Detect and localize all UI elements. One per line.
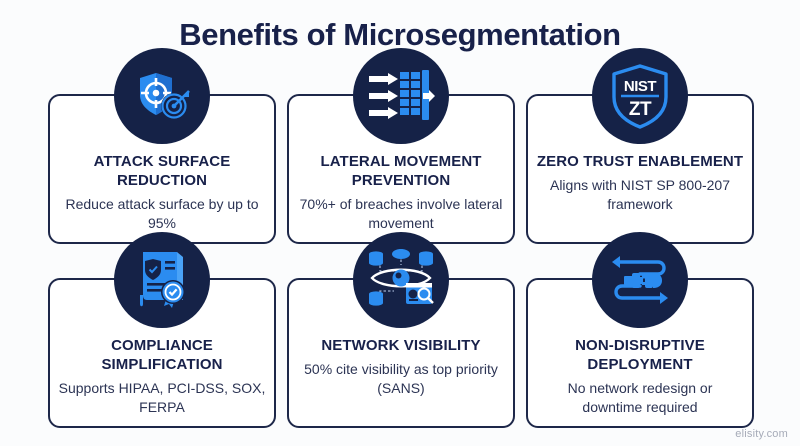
card-description: Aligns with NIST SP 800-207 framework [549,177,731,212]
benefit-card-zero-trust-enablement: NIST ZT ZERO TRUST ENABLEMENT Aligns wit… [526,48,754,244]
card-title: ATTACK SURFACE REDUCTION [93,153,231,189]
shield-target-icon [114,48,210,144]
nist-zt-shield-icon: NIST ZT [592,48,688,144]
firewall-blocked-arrows-icon [353,48,449,144]
card-description: 50% cite visibility as top priority (SAN… [304,361,498,396]
svg-text:ZT: ZT [629,99,652,120]
svg-text:NIST: NIST [624,78,657,95]
eye-network-icon [353,232,449,328]
certificate-seal-icon [114,232,210,328]
card-description: Supports HIPAA, PCI-DSS, SOX, FERPA [58,380,266,415]
benefit-card-compliance-simplification: COMPLIANCE SIMPLIFICATION Supports HIPAA… [48,232,276,428]
benefit-card-attack-surface-reduction: ATTACK SURFACE REDUCTION Reduce attack s… [48,48,276,244]
benefits-grid: ATTACK SURFACE REDUCTION Reduce attack s… [48,48,754,428]
card-description: Reduce attack surface by up to 95% [65,196,259,231]
card-description: No network redesign or downtime required [567,380,713,415]
page-title: Benefits of Microsegmentation [179,17,621,52]
benefit-card-lateral-movement-prevention: LATERAL MOVEMENT PREVENTION 70%+ of brea… [287,48,515,244]
card-description: 70%+ of breaches involve lateral movemen… [299,196,503,231]
benefit-card-network-visibility: NETWORK VISIBILITY 50% cite visibility a… [287,232,515,428]
plug-socket-arrows-icon [592,232,688,328]
card-title: ZERO TRUST ENABLEMENT [536,153,744,170]
card-title: COMPLIANCE SIMPLIFICATION [101,337,223,373]
card-title: NON-DISRUPTIVE DEPLOYMENT [575,337,705,373]
benefit-card-non-disruptive-deployment: NON-DISRUPTIVE DEPLOYMENT No network red… [526,232,754,428]
watermark: elisity.com [735,428,788,440]
card-title: LATERAL MOVEMENT PREVENTION [320,153,482,189]
card-title: NETWORK VISIBILITY [321,337,481,354]
